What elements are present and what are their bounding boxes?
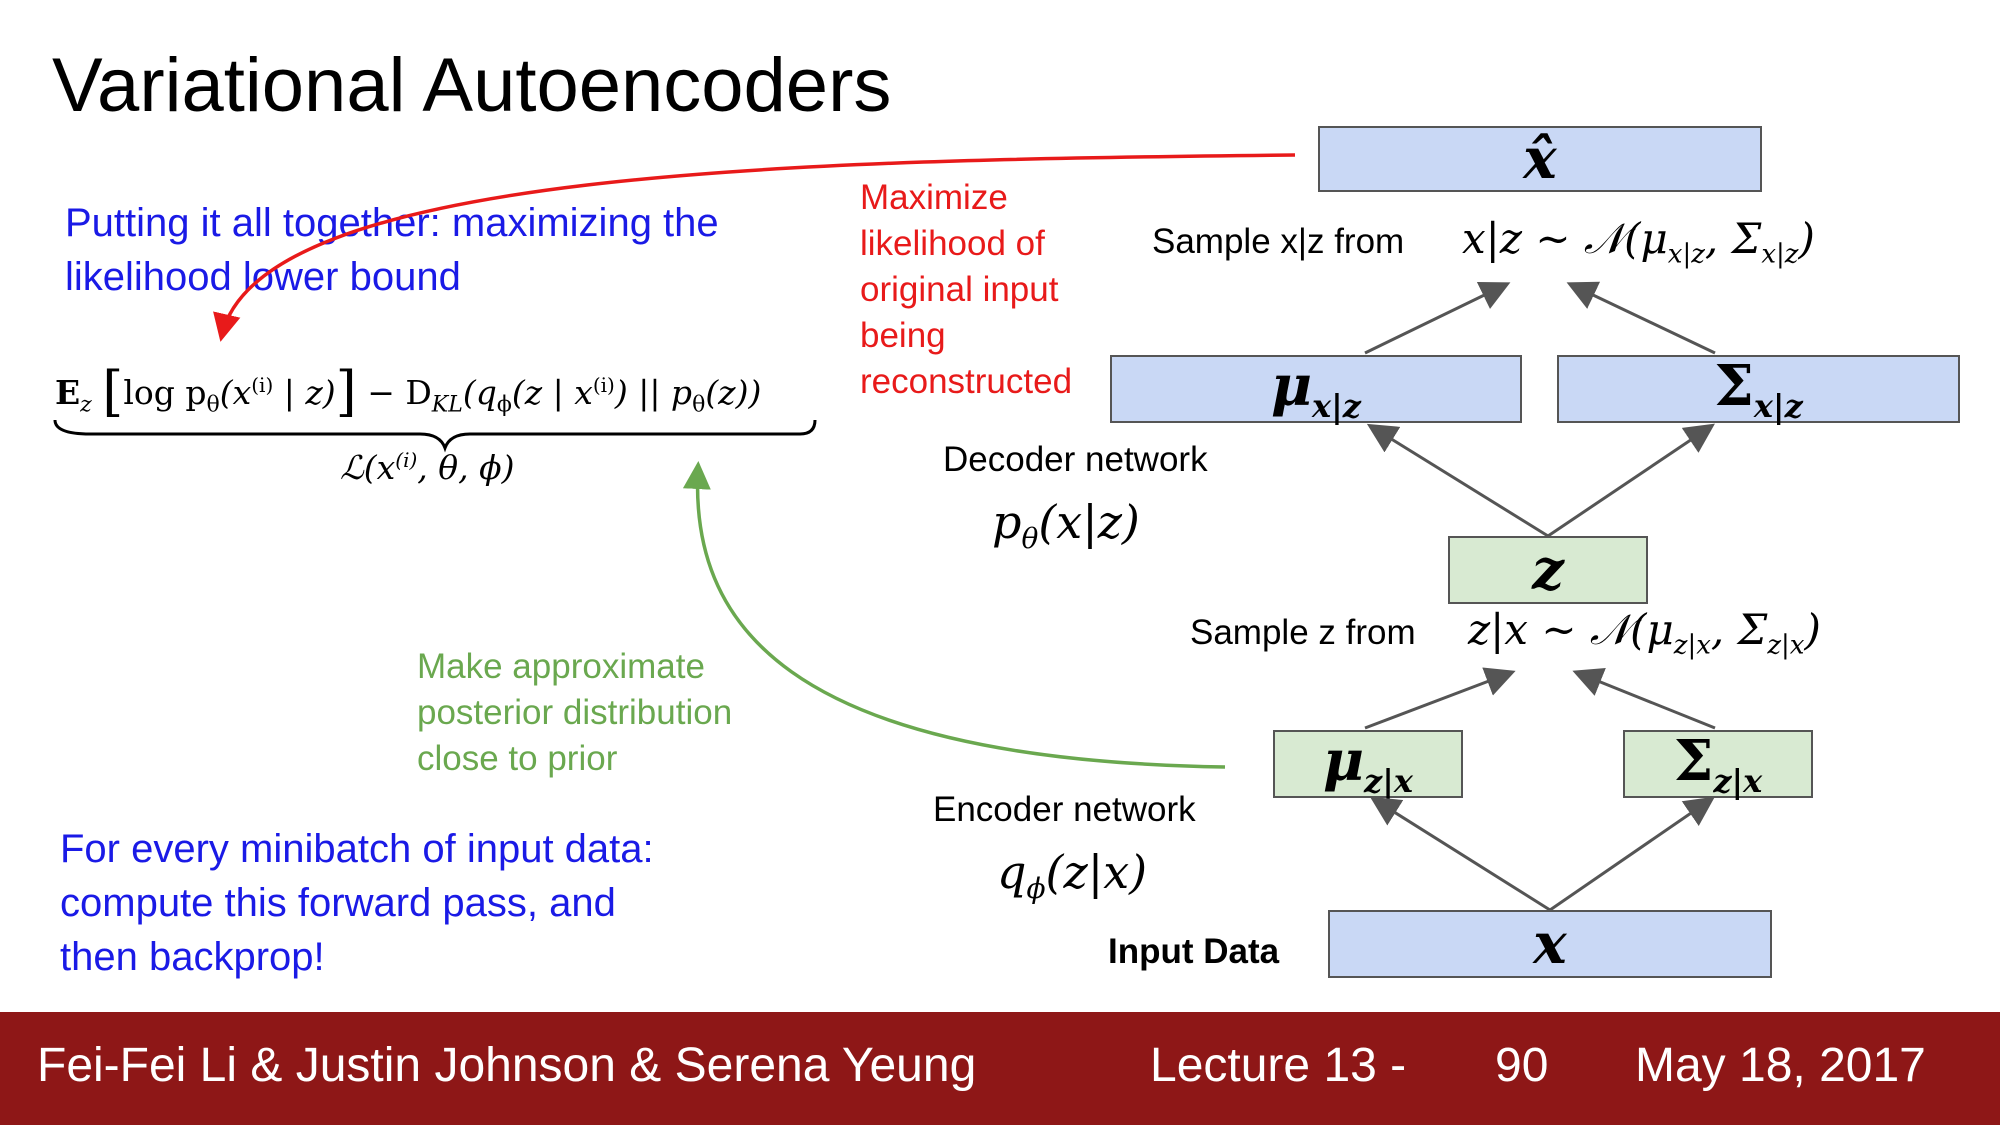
equation-brace xyxy=(53,419,817,453)
arrow-z-to-sigma-xz xyxy=(1547,423,1715,538)
arrow-mu-zx-to-sample xyxy=(1364,667,1516,730)
footer-date: May 18, 2017 xyxy=(1635,1039,1926,1092)
z-box: z xyxy=(1448,536,1648,604)
sigma-xz-box: Σx|z xyxy=(1557,353,1960,425)
log-likelihood-term: log pθ(x(i) | z) xyxy=(123,373,336,418)
red-reconstruction-arrow xyxy=(213,153,1296,342)
input-data-label: Input Data xyxy=(1108,932,1280,971)
sample-z-equation: z|x ∼ 𝒩(μz|x, Σz|x) xyxy=(1468,605,1821,661)
sigma-zx-box: Σz|x xyxy=(1623,728,1813,800)
footer-lecture: Lecture 13 - xyxy=(1150,1039,1407,1092)
arrow-z-to-mu-xz xyxy=(1366,423,1549,538)
slide-title: Variational Autoencoders xyxy=(52,43,892,128)
arrow-x-to-sigma-zx xyxy=(1549,796,1715,912)
mu-xz-box: μx|z xyxy=(1110,353,1522,425)
arrow-sigma-zx-to-sample xyxy=(1572,668,1716,730)
decoder-equation: pθ(x|z) xyxy=(992,495,1140,556)
encoder-equation: qϕ(z|x) xyxy=(997,845,1148,906)
footer-authors: Fei-Fei Li & Justin Johnson & Serena Yeu… xyxy=(37,1039,977,1092)
lower-bound-label: ℒ(x(i), θ, ϕ) xyxy=(340,448,515,487)
arrow-sigma-xz-to-sample xyxy=(1566,281,1716,355)
sample-xz-equation: x|z ∼ 𝒩(μx|z, Σx|z) xyxy=(1462,214,1815,270)
sample-z-label: Sample z from xyxy=(1190,613,1416,652)
approx-posterior-annotation: Make approximate posterior distribution … xyxy=(417,647,733,778)
decoder-network-label: Decoder network xyxy=(943,440,1208,479)
encoder-network-label: Encoder network xyxy=(933,790,1196,829)
sample-xz-label: Sample x|z from xyxy=(1152,222,1405,261)
arrow-mu-xz-to-sample xyxy=(1364,281,1511,355)
green-kl-arrow xyxy=(682,461,1226,769)
expectation-symbol: 𝐄 xyxy=(55,373,81,412)
kl-term: − DKL(qϕ(z | x(i)) || pθ(z)) xyxy=(356,373,762,418)
elbo-equation: 𝐄z [log pθ(x(i) | z)] − DKL(qϕ(z | x(i))… xyxy=(55,360,762,423)
maximize-annotation: Maximize likelihood of original input be… xyxy=(860,178,1073,401)
intro-text: Putting it all together: maximizing the … xyxy=(65,201,719,299)
input-x-box: x xyxy=(1328,910,1772,978)
mu-zx-box: μz|x xyxy=(1273,728,1463,800)
minibatch-text: For every minibatch of input data: compu… xyxy=(60,827,654,979)
footer-page-number: 90 xyxy=(1495,1039,1549,1092)
footer-bar: Fei-Fei Li & Justin Johnson & Serena Yeu… xyxy=(0,1012,2000,1125)
arrow-x-to-mu-zx xyxy=(1369,796,1551,912)
x-hat-box: x̂ xyxy=(1318,126,1762,192)
